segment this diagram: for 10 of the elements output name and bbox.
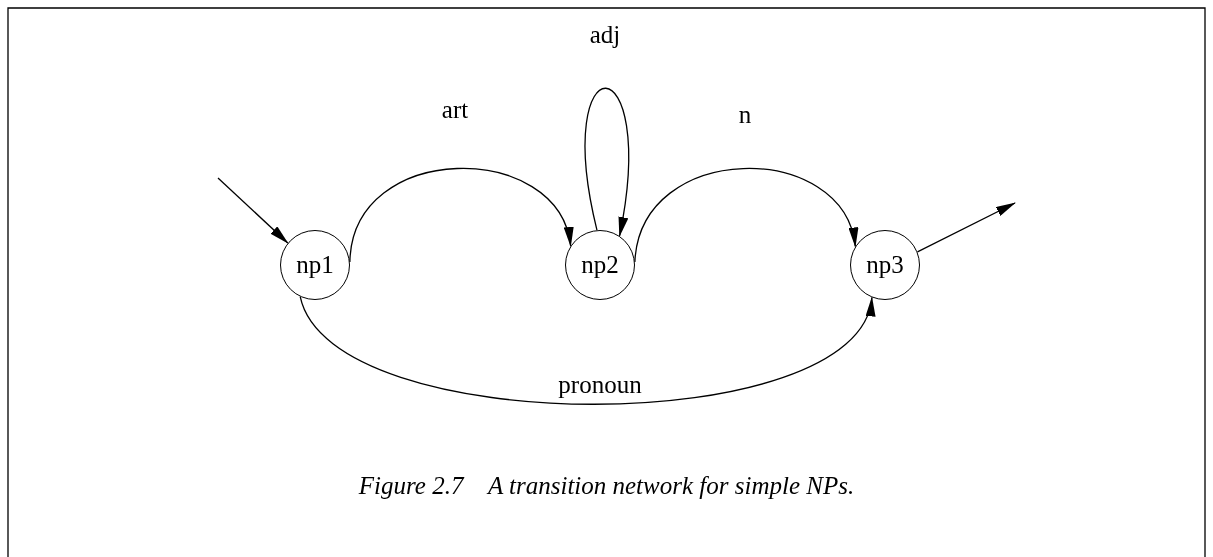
transition-arrow	[916, 202, 1016, 253]
state-label: np2	[581, 251, 619, 279]
state-label: np3	[866, 251, 904, 279]
transition-arrow	[584, 87, 630, 237]
transition-arrow	[299, 296, 873, 405]
state-label: np1	[296, 251, 334, 279]
figure-caption: Figure 2.7 A transition network for simple NPs.	[357, 472, 856, 500]
state-circle	[280, 230, 350, 300]
transition-arrow	[217, 177, 289, 244]
state-circle	[565, 230, 635, 300]
